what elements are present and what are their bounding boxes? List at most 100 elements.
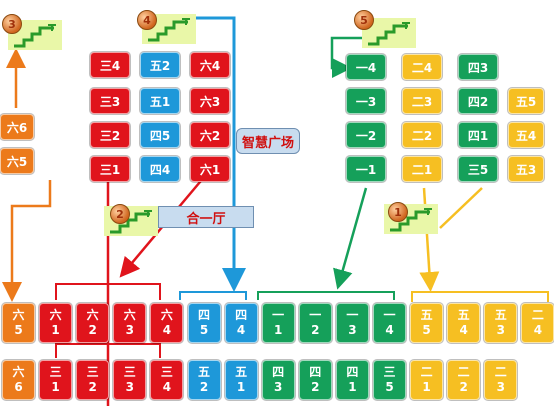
seat-node-num: 3 <box>496 380 505 394</box>
room-node: 六6 <box>0 114 34 140</box>
room-node: 五1 <box>140 88 180 114</box>
seat-node-char: 一 <box>346 308 359 322</box>
room-node: 五5 <box>508 88 544 114</box>
hall-label: 合一厅 <box>158 206 254 228</box>
room-node: 五4 <box>508 122 544 148</box>
room-node: 四2 <box>458 88 498 114</box>
seat-node-num: 5 <box>199 323 209 337</box>
seat-node-char: 六 <box>160 308 173 322</box>
seat-node-num: 4 <box>162 323 172 337</box>
seat-node-char: 六 <box>49 308 62 322</box>
badge-2: 2 <box>110 204 130 224</box>
room-node: 五2 <box>140 52 180 78</box>
seat-node-char: 二 <box>420 365 433 379</box>
room-node: 三2 <box>90 122 130 148</box>
seat-node-num: 4 <box>533 323 543 337</box>
room-node: 六1 <box>190 156 230 182</box>
seat-node-num: 3 <box>125 323 134 337</box>
room-node: 六5 <box>0 148 34 174</box>
seat-node-char: 五 <box>235 365 248 379</box>
room-node: 四1 <box>458 122 498 148</box>
room-node: 二3 <box>402 88 442 114</box>
seat-node-num: 6 <box>14 380 23 394</box>
room-node: 一2 <box>346 122 386 148</box>
seat-node-char: 五 <box>457 308 470 322</box>
seat-node-char: 一 <box>383 308 396 322</box>
seat-node-char: 三 <box>86 365 99 379</box>
seat-node-num: 4 <box>236 323 246 337</box>
seat-node-num: 1 <box>348 380 357 394</box>
seat-node-char: 六 <box>123 308 136 322</box>
seat-node-char: 三 <box>49 365 62 379</box>
seat-node-num: 2 <box>88 323 97 337</box>
seat-node-num: 2 <box>199 380 209 394</box>
room-node: 四5 <box>140 122 180 148</box>
seat-node-num: 3 <box>125 380 134 394</box>
seat-node-char: 四 <box>272 365 285 379</box>
seat-node-char: 二 <box>531 308 544 322</box>
seat-node-char: 四 <box>346 365 359 379</box>
seat-node-char: 三 <box>383 365 396 379</box>
room-node: 二1 <box>402 156 442 182</box>
seat-node-char: 四 <box>235 308 248 322</box>
seat-node-char: 五 <box>197 365 210 379</box>
room-node: 二2 <box>402 122 442 148</box>
seat-node-num: 1 <box>51 380 60 394</box>
seat-node-num: 2 <box>311 380 320 394</box>
room-node: 四3 <box>458 54 498 80</box>
seat-node-char: 二 <box>494 365 507 379</box>
room-node: 六2 <box>190 122 230 148</box>
seat-node-num: 1 <box>274 323 283 337</box>
room-node: 五3 <box>508 156 544 182</box>
seat-node-char: 五 <box>494 308 507 322</box>
badge-1: 1 <box>388 202 408 222</box>
seat-node-num: 1 <box>422 380 431 394</box>
room-node: 一4 <box>346 54 386 80</box>
seat-node-num: 3 <box>496 323 505 337</box>
room-node: 三4 <box>90 52 130 78</box>
seat-node-num: 2 <box>311 323 320 337</box>
room-node: 三5 <box>458 156 498 182</box>
seat-node-char: 四 <box>197 308 210 322</box>
seat-node-char: 六 <box>12 308 25 322</box>
seat-node-char: 六 <box>86 308 99 322</box>
seat-node-num: 4 <box>162 380 172 394</box>
room-node: 一1 <box>346 156 386 182</box>
badge-3: 3 <box>2 14 22 34</box>
seat-node-num: 5 <box>385 380 394 394</box>
seat-node-char: 一 <box>272 308 285 322</box>
seat-node-char: 五 <box>420 308 433 322</box>
room-node: 六4 <box>190 52 230 78</box>
seat-node-char: 三 <box>160 365 173 379</box>
seat-node-char: 三 <box>123 365 136 379</box>
seat-node-num: 2 <box>459 380 468 394</box>
room-node: 一3 <box>346 88 386 114</box>
room-node: 三1 <box>90 156 130 182</box>
seat-node-num: 5 <box>14 323 23 337</box>
seat-node-char: 六 <box>12 365 25 379</box>
